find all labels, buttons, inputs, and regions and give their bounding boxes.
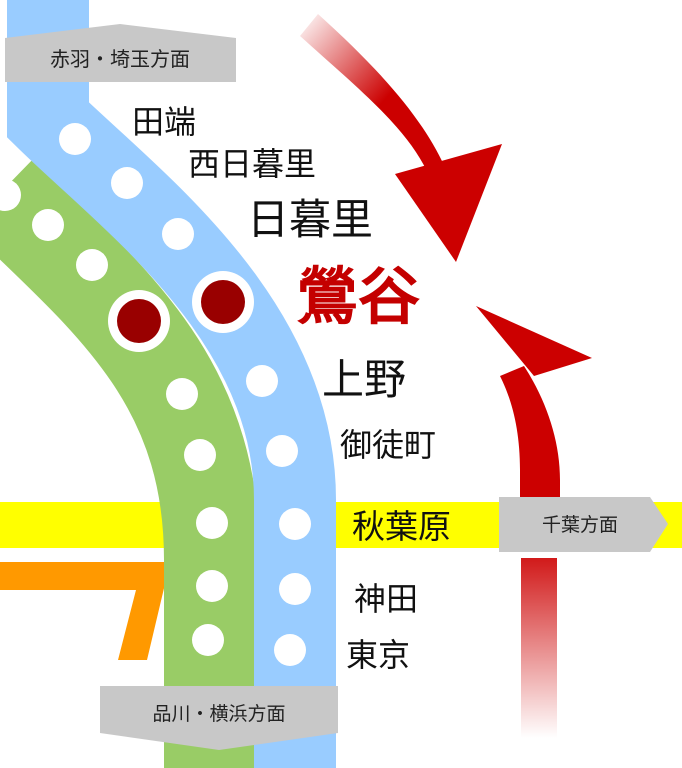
station-okachimachi: 御徒町 [340, 426, 436, 464]
station-dot [162, 218, 194, 250]
station-tabata: 田端 [132, 103, 196, 141]
station-dot [76, 249, 108, 281]
station-akihabara: 秋葉原 [352, 507, 451, 546]
station-dot [266, 435, 298, 467]
station-dot [59, 123, 91, 155]
direction-north-label: 赤羽・埼玉方面 [50, 48, 190, 71]
station-dot [196, 507, 228, 539]
station-dot [192, 624, 224, 656]
station-uguisudani: 鶯谷 [296, 260, 420, 333]
station-dot [111, 167, 143, 199]
station-dot [184, 439, 216, 471]
keihin-tohoku-station-dots [59, 123, 311, 666]
direction-north-box: 赤羽・埼玉方面 [5, 24, 236, 82]
station-dot [0, 179, 21, 211]
arrow-head-down [395, 144, 502, 262]
station-tokyo: 東京 [346, 636, 410, 674]
yamanote-station-dots [0, 179, 228, 656]
highlight-dot [201, 280, 245, 324]
station-dot [274, 634, 306, 666]
station-dot [279, 573, 311, 605]
station-nishi-nippori: 西日暮里 [188, 145, 316, 183]
station-dot [196, 570, 228, 602]
station-dot [32, 209, 64, 241]
station-dot [279, 508, 311, 540]
arrow-southbound [300, 14, 502, 262]
station-nippori: 日暮里 [247, 195, 373, 244]
direction-south-label: 品川・横浜方面 [152, 703, 285, 725]
arrow-head-up [476, 306, 592, 376]
chuo-line [0, 562, 165, 660]
direction-east-box: 千葉方面 [499, 497, 668, 552]
arrow-fade-tail [521, 558, 557, 738]
arrow-northbound [476, 306, 592, 738]
station-kanda: 神田 [354, 580, 418, 618]
direction-south-box: 品川・横浜方面 [100, 686, 338, 750]
station-ueno: 上野 [322, 355, 406, 404]
direction-east-label: 千葉方面 [542, 514, 618, 536]
highlighted-station-dots [108, 271, 254, 352]
station-dot [166, 378, 198, 410]
highlight-dot [117, 299, 161, 343]
station-dot [246, 365, 278, 397]
station-labels: 田端 西日暮里 日暮里 鶯谷 上野 御徒町 秋葉原 神田 東京 [132, 103, 451, 674]
